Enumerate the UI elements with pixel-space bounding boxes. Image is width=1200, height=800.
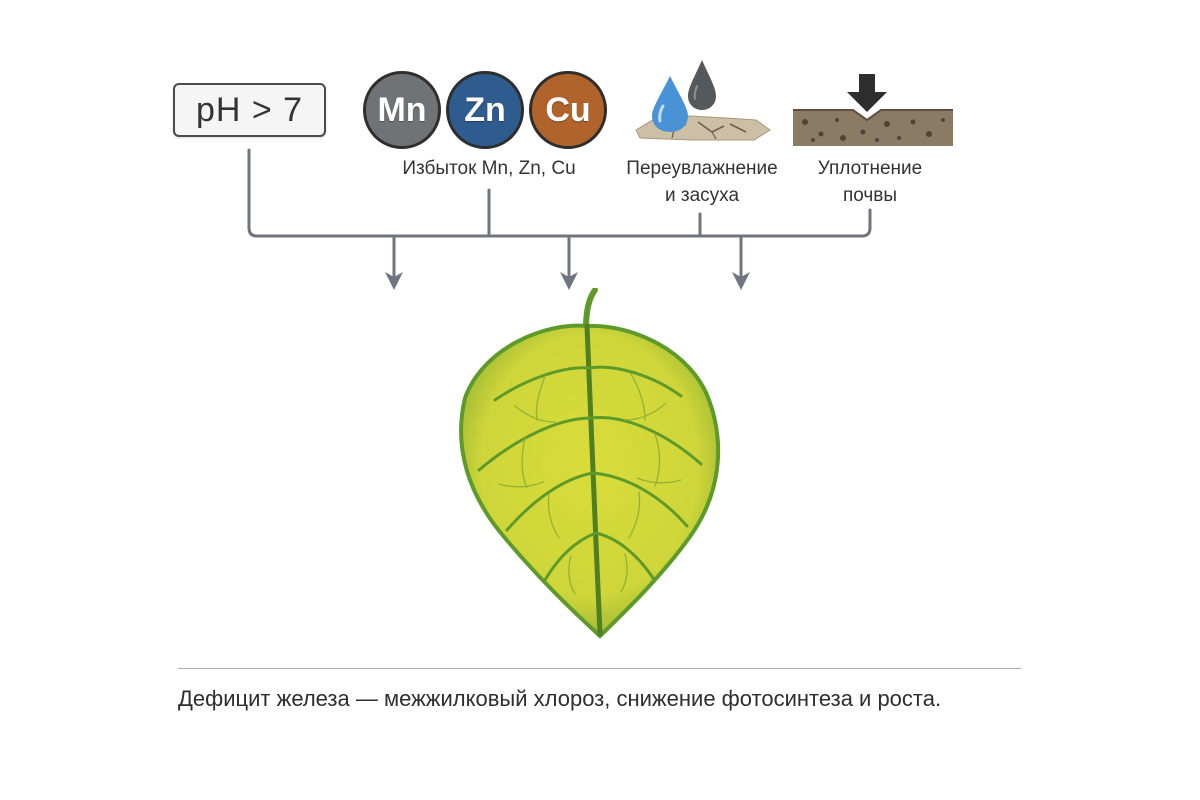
zn-symbol: Zn: [464, 90, 506, 129]
water-drops-icon: [635, 60, 771, 141]
water-label-line2: и засуха: [664, 185, 740, 206]
water-label-line1: Переувлажнение: [626, 158, 778, 179]
mn-symbol: Mn: [377, 90, 427, 129]
cu-circle: Cu: [529, 71, 607, 149]
compaction-label-line2: почвы: [842, 185, 898, 206]
divider-line: [178, 668, 1021, 669]
water-label: Переувлажнение и засуха: [617, 155, 787, 209]
compaction-label-line1: Уплотнение: [817, 158, 923, 179]
arrow-head-2: [560, 272, 578, 290]
ph-factor-box: pH > 7: [173, 83, 326, 137]
compaction-label: Уплотнение почвы: [790, 155, 950, 209]
soil-compaction-icon: [793, 74, 953, 146]
chlorotic-leaf-icon: [459, 288, 721, 639]
caption-text: Дефицит железа — межжилковый хлороз, сни…: [178, 686, 942, 711]
ph-label: pH > 7: [195, 90, 304, 129]
zn-circle: Zn: [446, 71, 524, 149]
connector-ph: [247, 148, 872, 238]
arrow-head-1: [385, 272, 403, 290]
mn-circle: Mn: [363, 71, 441, 149]
arrow-head-3: [732, 272, 750, 290]
metals-label: Избыток Mn, Zn, Cu: [402, 158, 576, 179]
cu-symbol: Cu: [545, 90, 591, 129]
